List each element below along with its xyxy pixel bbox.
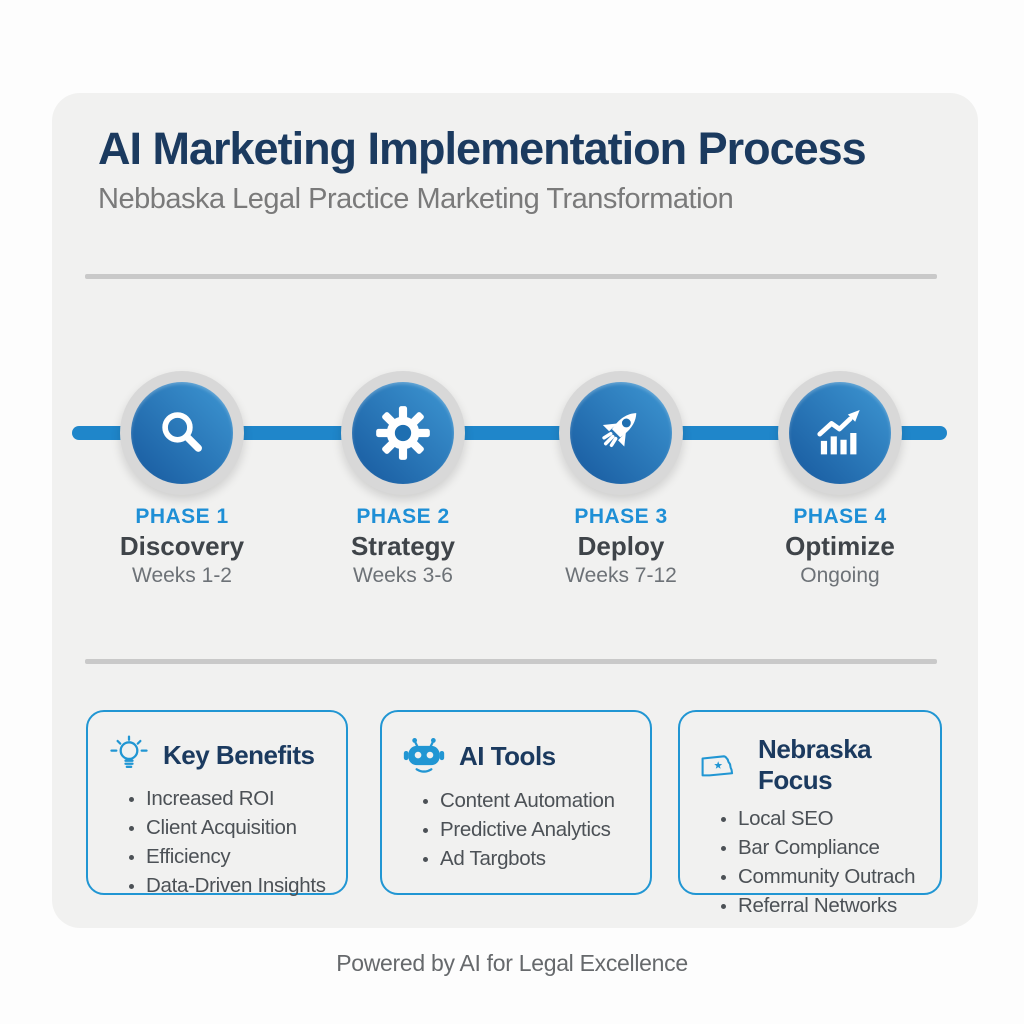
rocket-icon (602, 413, 637, 447)
phase-label: PHASE 1 (135, 505, 229, 528)
footer-tagline: Powered by AI for Legal Excellence (336, 950, 688, 976)
phase-label: PHASE 4 (793, 505, 887, 528)
nebraska-focus-card: Nebraska Focus Local SEO Bar Compliance … (678, 710, 942, 917)
list-item: Predictive Analytics (440, 815, 644, 844)
card-title: Key Benefits (163, 739, 315, 770)
phase-2-circle (341, 371, 465, 495)
phase-3-text: PHASE 3 Deploy Weeks 7-12 (531, 503, 711, 590)
key-benefits-list: Increased ROI Client Acquisition Efficie… (88, 784, 346, 900)
gear-icon (376, 406, 430, 460)
list-item: Efficiency (146, 842, 340, 871)
phase-4-circle (778, 371, 902, 495)
phase-name: Deploy (577, 531, 665, 561)
phase-label: PHASE 2 (356, 505, 450, 528)
phase-duration: Ongoing (800, 564, 880, 587)
phase-1-text: PHASE 1 Discovery Weeks 1-2 (92, 503, 272, 590)
key-benefits-card: Key Benefits Increased ROI Client Acquis… (86, 710, 348, 897)
main-panel: AI Marketing Implementation Process Nebb… (52, 93, 978, 928)
ai-tools-card: AI Tools Content Automation Predictive A… (380, 710, 652, 895)
phase-3-circle (559, 371, 683, 495)
card-title: AI Tools (459, 740, 556, 771)
lightbulb-icon (110, 735, 148, 768)
list-item: Increased ROI (146, 784, 340, 813)
list-item: Data-Driven Insights (146, 871, 340, 900)
list-item: Content Automation (440, 786, 644, 815)
list-item: Local SEO (738, 804, 934, 833)
nebraska-focus-list: Local SEO Bar Compliance Community Outra… (680, 804, 940, 920)
phase-name: Discovery (119, 531, 245, 561)
header: AI Marketing Implementation Process Nebb… (98, 123, 938, 216)
phase-duration: Weeks 3-6 (353, 564, 453, 587)
phase-2-text: PHASE 2 Strategy Weeks 3-6 (313, 503, 493, 590)
list-item: Ad Targbots (440, 844, 644, 873)
phase-1-circle (120, 371, 244, 495)
robot-icon (403, 738, 445, 773)
list-item: Client Acquisition (146, 813, 340, 842)
nebraska-state-icon (701, 755, 734, 777)
list-item: Bar Compliance (738, 833, 934, 862)
list-item: Referral Networks (738, 891, 934, 920)
phase-duration: Weeks 1-2 (132, 564, 232, 587)
card-title: Nebraska Focus (758, 734, 872, 795)
timeline-bar (72, 426, 947, 440)
list-item: Community Outrach (738, 862, 934, 891)
page-subtitle: Nebbaska Legal Practice Marketing Transf… (98, 182, 734, 215)
phase-name: Optimize (785, 531, 895, 561)
phase-name: Strategy (350, 531, 456, 561)
phase-4-text: PHASE 4 Optimize Ongoing (750, 503, 930, 590)
phase-label: PHASE 3 (574, 505, 668, 528)
page-title: AI Marketing Implementation Process (98, 123, 867, 174)
top-divider (85, 274, 937, 279)
phase-duration: Weeks 7-12 (565, 564, 677, 587)
growth-chart-icon (817, 409, 860, 455)
magnifier-icon (162, 412, 202, 452)
ai-tools-list: Content Automation Predictive Analytics … (382, 786, 650, 873)
bottom-divider (85, 659, 937, 664)
